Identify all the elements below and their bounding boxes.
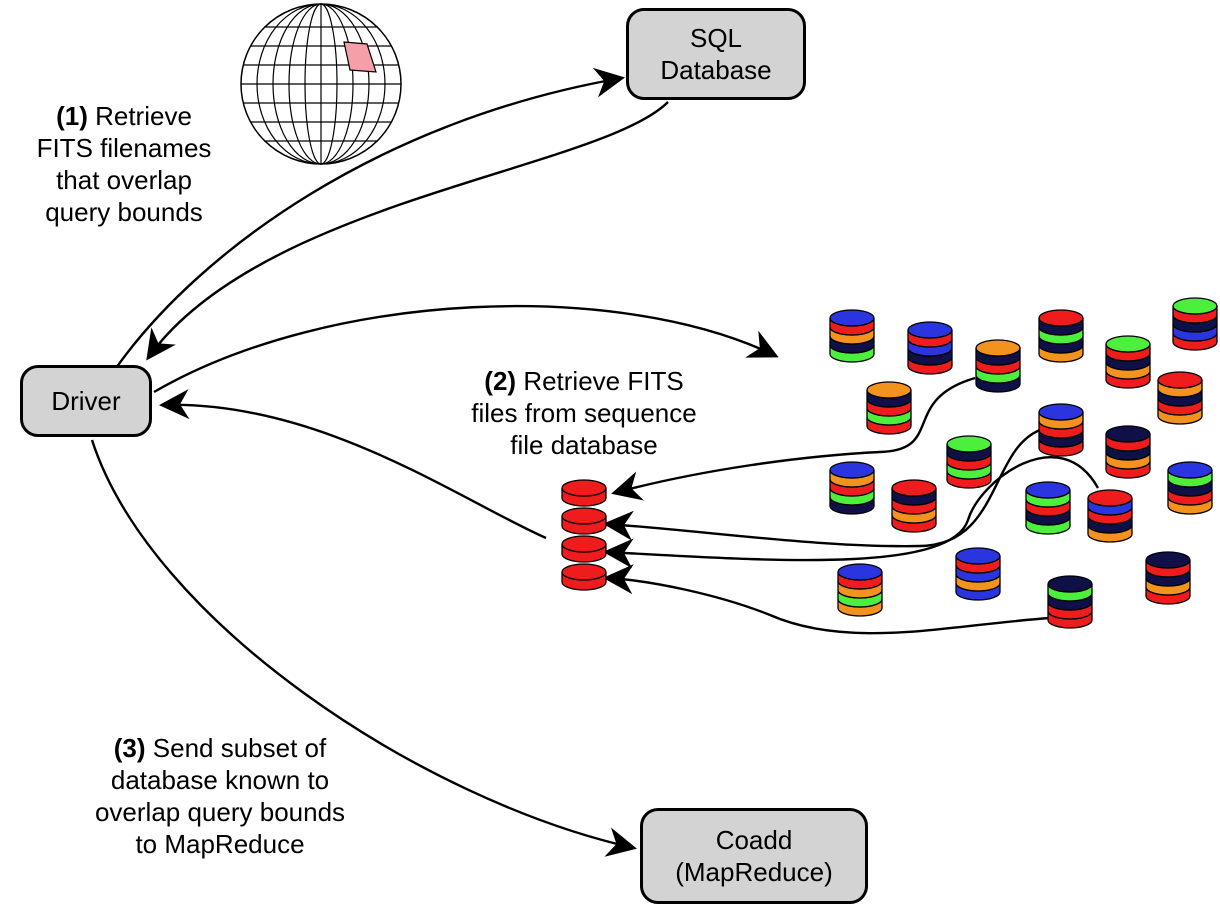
database-cylinder-icon	[1145, 551, 1191, 605]
sky-globe-icon	[240, 3, 402, 165]
coadd-node: Coadd (MapReduce)	[640, 808, 868, 904]
step2-text-line3: file database	[510, 430, 658, 460]
database-cylinder-icon	[837, 563, 883, 617]
database-cylinder-icon	[1087, 489, 1133, 543]
arrow-driver-to-cluster	[153, 304, 779, 394]
database-cylinder-icon	[975, 339, 1021, 393]
arrow-driver-to-sql	[115, 67, 625, 369]
database-cylinder-icon	[1105, 335, 1151, 389]
sql-database-node: SQL Database	[626, 8, 806, 100]
step1-number: (1)	[56, 101, 88, 131]
driver-node: Driver	[20, 365, 152, 437]
database-cylinder-icon	[1172, 297, 1218, 351]
record-disk-icon	[561, 535, 607, 563]
arrow-db-to-disk-1	[611, 376, 976, 501]
database-cylinder-icon	[1038, 309, 1084, 363]
driver-label: Driver	[51, 386, 121, 416]
step2-number: (2)	[484, 366, 517, 396]
step1-text-line1: Retrieve	[95, 101, 192, 131]
database-cylinder-icon	[1047, 575, 1093, 629]
step1-label: (1) Retrieve FITS filenames that overlap…	[6, 100, 242, 228]
sequence-file-database-cluster	[829, 297, 1218, 629]
step3-text-line1: Send subset of	[152, 733, 327, 763]
coadd-label-line1: Coadd	[715, 825, 793, 855]
database-cylinder-icon	[1038, 403, 1084, 457]
step3-text-line4: to MapReduce	[135, 829, 305, 859]
record-disk-icon	[561, 479, 607, 507]
arrow-disks-to-driver	[159, 389, 547, 540]
database-cylinder-icon	[907, 321, 953, 375]
step2-label: (2) Retrieve FITS files from sequence fi…	[434, 365, 734, 461]
query-region-patch	[343, 41, 377, 73]
database-cylinder-icon	[866, 381, 912, 435]
step2-text-line1: Retrieve FITS	[523, 366, 684, 396]
record-disk-icon	[561, 507, 607, 535]
database-cylinder-icon	[1025, 481, 1071, 535]
step3-number: (3)	[113, 733, 146, 763]
database-cylinder-icon	[829, 461, 875, 515]
step3-text-line3: overlap query bounds	[94, 797, 346, 827]
arrow-db-to-disk-2	[603, 428, 1041, 548]
step3-label: (3) Send subset of database known to ove…	[50, 732, 390, 860]
record-disk-stack	[561, 479, 607, 591]
record-disk-icon	[561, 563, 607, 591]
coadd-label-line2: (MapReduce)	[675, 857, 833, 887]
arrow-db-to-disk-3	[603, 455, 1100, 569]
step2-text-line2: files from sequence	[471, 398, 697, 428]
step3-text-line2: database known to	[110, 765, 330, 795]
database-cylinder-icon	[1105, 425, 1151, 479]
sql-database-label-line1: SQL	[689, 23, 743, 53]
database-cylinder-icon	[1157, 371, 1203, 425]
database-cylinder-icon	[829, 309, 875, 363]
database-cylinder-icon	[891, 479, 937, 533]
step1-text-line3: that overlap	[56, 165, 192, 195]
arrow-db-to-disk-4	[603, 564, 1051, 635]
sql-database-label-line2: Database	[660, 55, 772, 85]
database-cylinder-icon	[1167, 461, 1213, 515]
database-cylinder-icon	[955, 547, 1001, 601]
arrow-sql-to-driver	[146, 101, 669, 361]
database-cylinder-icon	[946, 435, 992, 489]
step1-text-line2: FITS filenames	[36, 133, 212, 163]
step1-text-line4: query bounds	[45, 197, 203, 227]
arrow-driver-to-coadd	[90, 439, 637, 857]
